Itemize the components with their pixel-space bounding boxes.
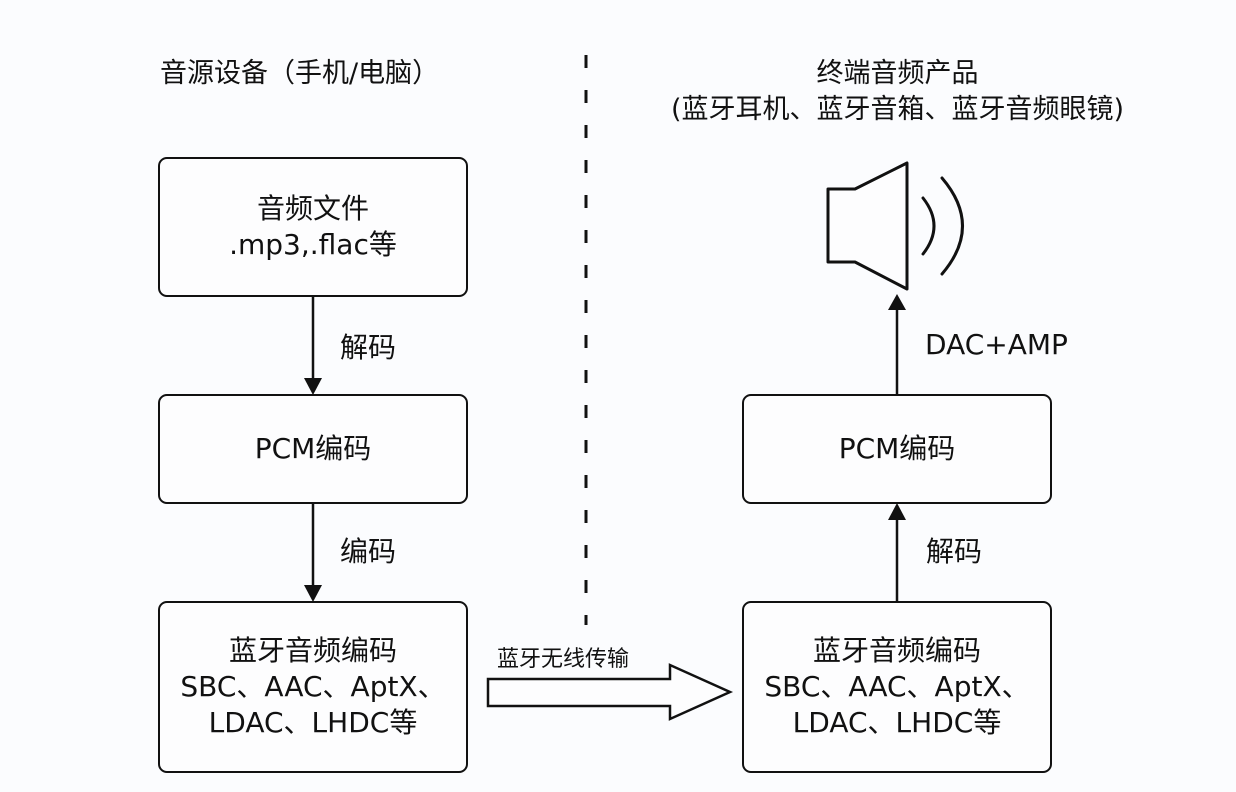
pcm-box-sink-label: PCM编码 bbox=[838, 432, 956, 465]
bt-codec-title-sink: 蓝牙音频编码 bbox=[812, 634, 981, 667]
encode-edge-label: 编码 bbox=[340, 535, 397, 568]
dac-amp-edge-label: DAC+AMP bbox=[925, 328, 1068, 361]
sink-device-title: 终端音频产品 (蓝牙耳机、蓝牙音箱、蓝牙音频眼镜) bbox=[620, 56, 1175, 128]
source-device-title: 音源设备（手机/电脑） bbox=[160, 58, 440, 89]
pcm-box-source: PCM编码 bbox=[158, 394, 468, 504]
audio-file-label: 音频文件 bbox=[256, 192, 369, 225]
wireless-transfer-label: 蓝牙无线传输 bbox=[497, 647, 630, 672]
bt-codec-list-1-sink: SBC、AAC、AptX、 bbox=[764, 670, 1030, 703]
wireless-transfer-arrow bbox=[486, 663, 734, 721]
pcm-box-source-label: PCM编码 bbox=[254, 432, 372, 465]
bt-codec-box-source: 蓝牙音频编码 SBC、AAC、AptX、 LDAC、LHDC等 bbox=[158, 601, 468, 773]
audio-file-formats: .mp3,.flac等 bbox=[229, 228, 397, 261]
arrow-file-to-pcm bbox=[304, 296, 322, 395]
arrow-pcm-to-codec bbox=[304, 503, 322, 602]
arrow-pcm-to-speaker bbox=[888, 294, 906, 395]
bt-codec-list-2-sink: LDAC、LHDC等 bbox=[792, 706, 1002, 739]
decode-edge-label: 解码 bbox=[340, 331, 397, 364]
pcm-box-sink: PCM编码 bbox=[742, 394, 1052, 504]
bt-codec-title: 蓝牙音频编码 bbox=[228, 634, 397, 667]
speaker-icon bbox=[826, 161, 964, 291]
bt-codec-list-1: SBC、AAC、AptX、 bbox=[180, 670, 446, 703]
sink-title-line1: 终端音频产品 bbox=[816, 58, 979, 89]
sink-title-line2: (蓝牙耳机、蓝牙音箱、蓝牙音频眼镜) bbox=[670, 94, 1125, 125]
bt-codec-list-2: LDAC、LHDC等 bbox=[208, 706, 418, 739]
decode-edge-label-sink: 解码 bbox=[926, 535, 983, 568]
bt-codec-box-sink: 蓝牙音频编码 SBC、AAC、AptX、 LDAC、LHDC等 bbox=[742, 601, 1052, 773]
audio-file-box: 音频文件 .mp3,.flac等 bbox=[158, 157, 468, 297]
arrow-codec-to-pcm bbox=[888, 503, 906, 602]
